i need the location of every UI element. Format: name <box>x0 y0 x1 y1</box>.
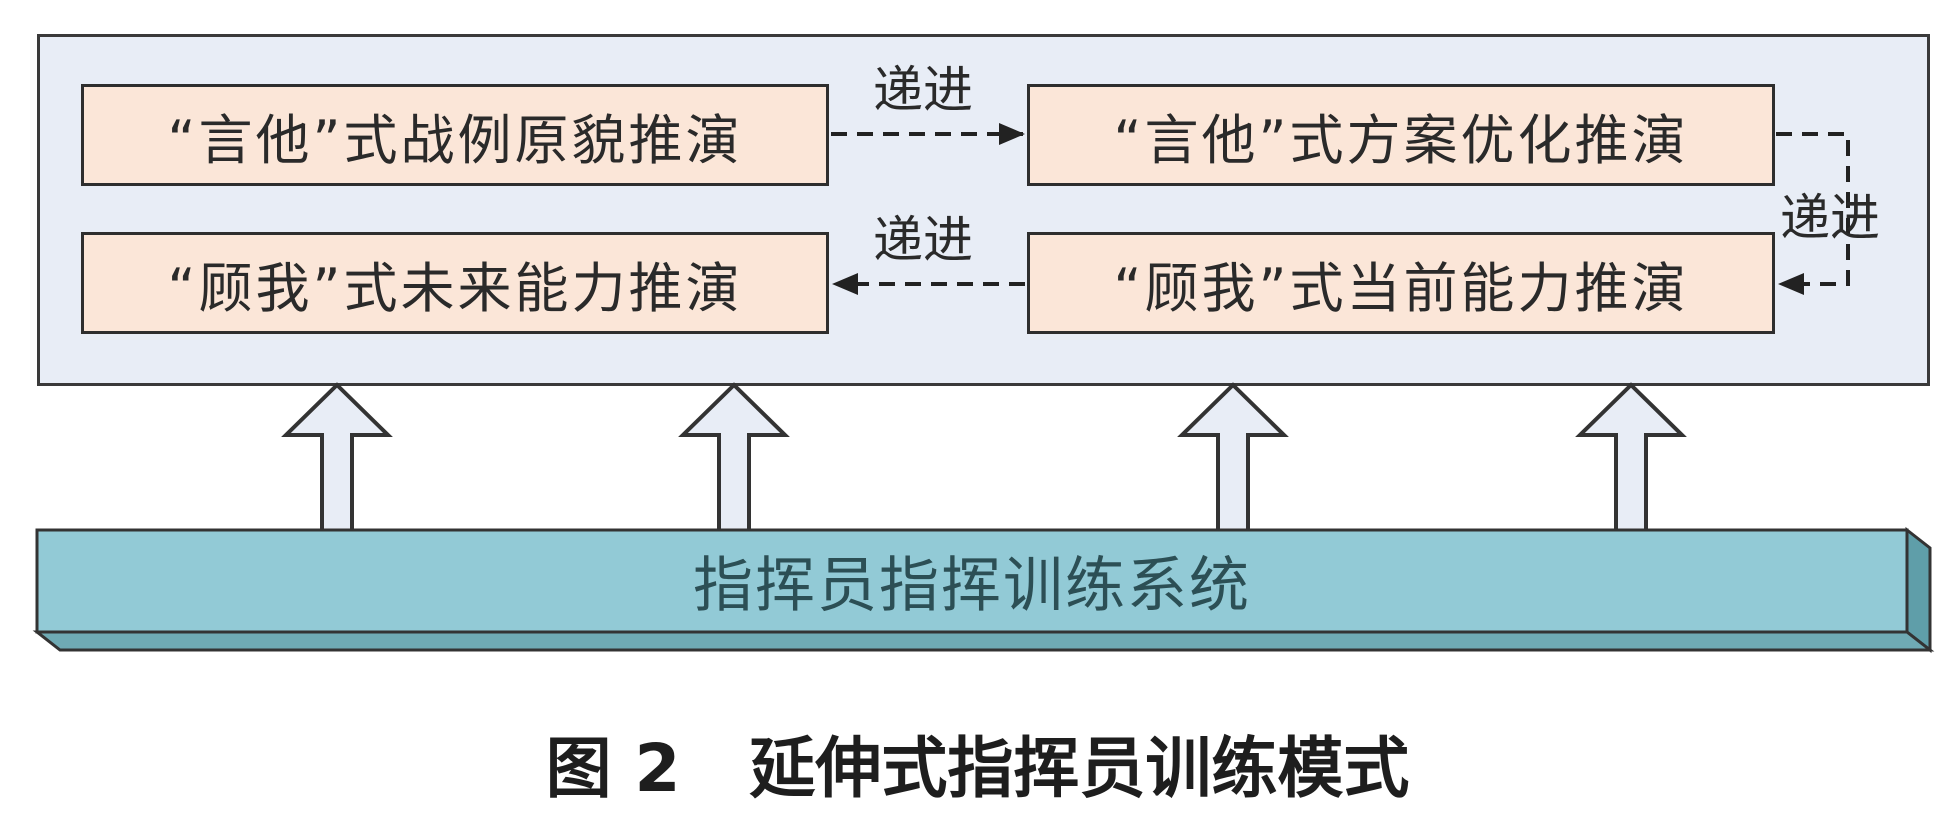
support-arrow-3 <box>1177 382 1289 534</box>
system-label: 指挥员指挥训练系统 <box>693 550 1251 621</box>
system-bar-bottom-face <box>32 630 1935 652</box>
arrowhead-bottom <box>832 273 858 295</box>
stage-box-label: “言他”式战例原貌推演 <box>167 108 743 172</box>
edge-label-bottom: 递进 <box>873 211 973 269</box>
stage-box-label: “顾我”式当前能力推演 <box>1113 256 1689 320</box>
figure-caption: 图 2 延伸式指挥员训练模式 <box>0 715 1955 811</box>
support-arrow-1 <box>281 382 393 534</box>
stage-box-future-capability: “顾我”式未来能力推演 <box>81 232 829 334</box>
system-bar-right-face <box>1905 526 1932 654</box>
stage-box-current-capability: “顾我”式当前能力推演 <box>1027 232 1775 334</box>
support-arrow-2 <box>678 382 790 534</box>
stage-box-label: “言他”式方案优化推演 <box>1113 108 1689 172</box>
figure-title: 延伸式指挥员训练模式 <box>749 730 1410 807</box>
edge-label-top: 递进 <box>873 61 973 119</box>
stage-box-battle-case-review: “言他”式战例原貌推演 <box>81 84 829 186</box>
progression-arrow-right <box>1776 132 1850 286</box>
stage-box-plan-optimization: “言他”式方案优化推演 <box>1027 84 1775 186</box>
arrowhead-top <box>999 123 1025 145</box>
system-bar <box>35 528 1909 634</box>
figure-number: 图 2 <box>545 730 681 807</box>
arrowhead-right <box>1778 273 1804 295</box>
support-arrow-4 <box>1575 382 1687 534</box>
stage-box-label: “顾我”式未来能力推演 <box>167 256 743 320</box>
edge-label-right: 递进 <box>1780 189 1880 247</box>
